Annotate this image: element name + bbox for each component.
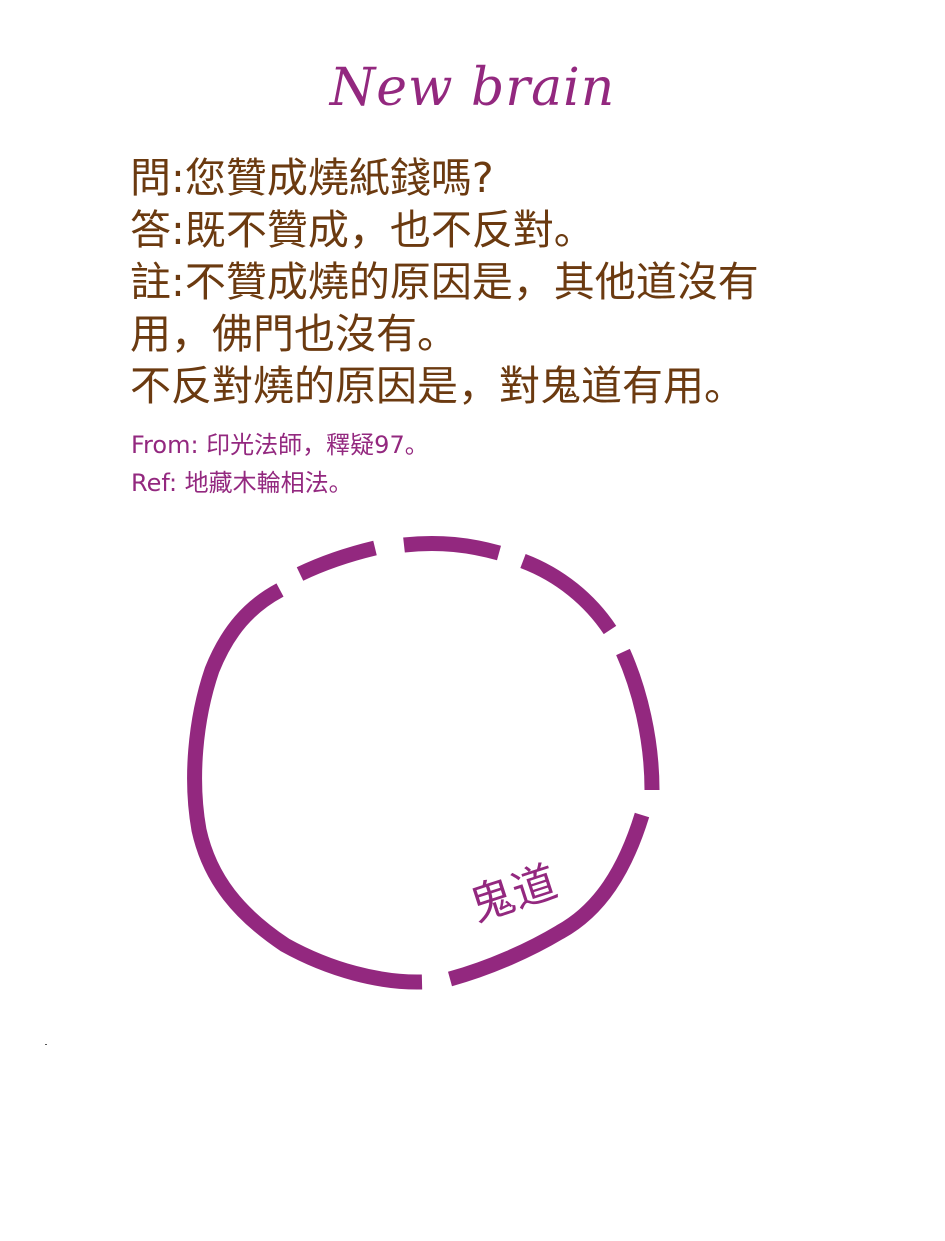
ref-reference: Ref: 地藏木輪相法。 [131,469,353,497]
answer-line: 答:既不贊成，也不反對。 [130,206,595,254]
note-line-3: 不反對燒的原因是，對鬼道有用。 [130,362,745,410]
circle-segment [616,648,660,791]
circle-segment [520,553,617,635]
qa-text-block: 問:您贊成燒紙錢嗎? 答:既不贊成，也不反對。 註:不贊成燒的原因是，其他道沒有… [130,152,870,412]
circle-segment [403,535,501,561]
circle-segment [296,540,377,581]
from-reference: From: 印光法師，釋疑97。 [131,431,429,459]
note-line-2: 用，佛門也沒有。 [130,310,458,358]
brand-title: New brain [329,58,616,118]
circle-segment [448,812,650,987]
references: From: 印光法師，釋疑97。 Ref: 地藏木輪相法。 [131,426,429,502]
circle-segment [187,583,423,990]
question-line: 問:您贊成燒紙錢嗎? [130,154,494,202]
stray-dot [45,1044,47,1045]
ghost-realm-label: 鬼道 [464,856,563,932]
note-line-1: 註:不贊成燒的原因是，其他道沒有 [130,258,759,306]
